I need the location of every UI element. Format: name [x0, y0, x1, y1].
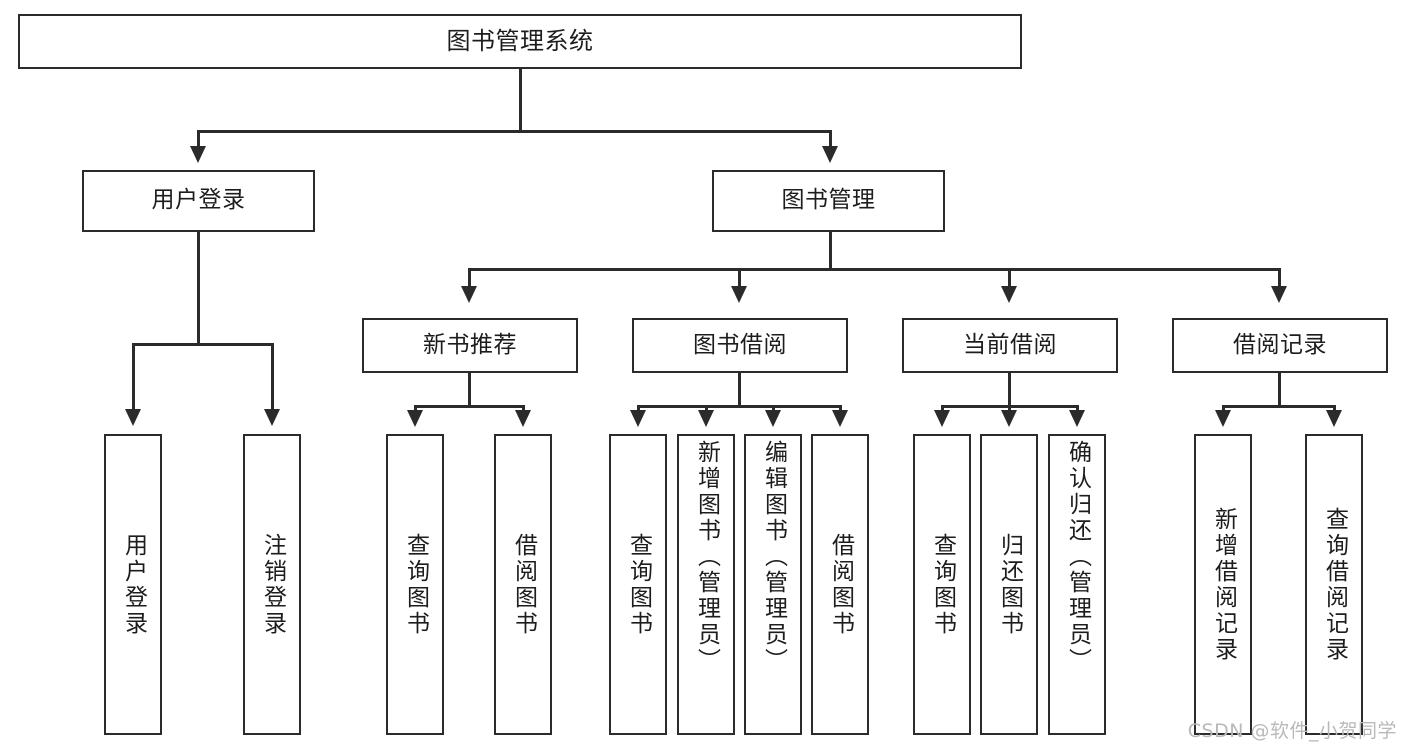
- connector-borrowing-drop-2: [705, 405, 708, 411]
- connector-borrowing-bus: [637, 405, 841, 408]
- node-label: 借阅图书: [510, 532, 537, 637]
- node-label: 注销登录: [259, 532, 286, 637]
- arrowhead-level3-3: [1001, 286, 1017, 303]
- connector-records-drop-1: [1222, 405, 1225, 411]
- connector-user-login-stem: [197, 232, 200, 345]
- node-user-login[interactable]: 用户登录: [82, 170, 315, 232]
- csdn-watermark: CSDN @软件_小贺同学: [1187, 720, 1397, 742]
- connector-current-drop-1: [941, 405, 944, 411]
- connector-borrowing-drop-1: [637, 405, 640, 411]
- arrowhead-leaf-query-book-3: [934, 410, 950, 427]
- arrowhead-level3-1: [461, 286, 477, 303]
- node-label: 查询借阅记录: [1321, 506, 1348, 663]
- node-label: 确认归还（管理员）: [1064, 440, 1091, 674]
- connector-root-stem: [519, 69, 522, 132]
- leaf-user-login[interactable]: 用户登录: [104, 434, 162, 735]
- connector-level2-drop-1: [197, 130, 200, 147]
- connector-newbook-stem: [468, 373, 471, 407]
- connector-level3-drop-2: [738, 268, 741, 287]
- node-label: 查询图书: [402, 532, 429, 637]
- connector-newbook-drop-1: [414, 405, 417, 411]
- node-book-management[interactable]: 图书管理: [712, 170, 945, 232]
- connector-borrowing-drop-3: [772, 405, 775, 411]
- arrowhead-leaf-borrow-book-2: [832, 410, 848, 427]
- node-current-borrowing[interactable]: 当前借阅: [902, 318, 1118, 373]
- connector-borrowing-stem: [738, 373, 741, 407]
- node-label: 当前借阅: [963, 331, 1057, 358]
- leaf-query-book-current[interactable]: 查询图书: [913, 434, 971, 735]
- arrowhead-level3-2: [731, 286, 747, 303]
- connector-current-drop-3: [1076, 405, 1079, 411]
- arrowhead-level3-4: [1271, 286, 1287, 303]
- node-label: 新书推荐: [423, 331, 517, 358]
- connector-records-stem: [1278, 373, 1281, 407]
- connector-level3-drop-4: [1278, 268, 1281, 287]
- arrowhead-leaf-add-book: [698, 410, 714, 427]
- arrowhead-leaf-user-login: [125, 409, 141, 426]
- leaf-borrow-book-recommendation[interactable]: 借阅图书: [494, 434, 552, 735]
- arrowhead-level2-1: [190, 146, 206, 163]
- arrowhead-leaf-confirm-return: [1069, 410, 1085, 427]
- node-label: 编辑图书（管理员）: [760, 440, 787, 674]
- leaf-edit-book-admin[interactable]: 编辑图书（管理员）: [744, 434, 802, 735]
- leaf-return-book[interactable]: 归还图书: [980, 434, 1038, 735]
- node-label: 图书管理系统: [446, 27, 594, 56]
- arrowhead-leaf-edit-book: [765, 410, 781, 427]
- node-label: 新增借阅记录: [1210, 506, 1237, 663]
- connector-records-bus: [1222, 405, 1336, 408]
- leaf-logout[interactable]: 注销登录: [243, 434, 301, 735]
- leaf-borrow-book-borrowing[interactable]: 借阅图书: [811, 434, 869, 735]
- leaf-query-book-borrowing[interactable]: 查询图书: [609, 434, 667, 735]
- node-label: 查询图书: [625, 532, 652, 637]
- leaf-add-borrowing-record[interactable]: 新增借阅记录: [1194, 434, 1252, 735]
- node-label: 查询图书: [929, 532, 956, 637]
- arrowhead-leaf-query-book-1: [407, 410, 423, 427]
- connector-newbook-bus: [414, 405, 525, 408]
- node-label: 用户登录: [120, 532, 147, 637]
- leaf-query-book-recommendation[interactable]: 查询图书: [386, 434, 444, 735]
- node-label: 图书借阅: [693, 331, 787, 358]
- connector-current-stem: [1008, 373, 1011, 407]
- connector-level2-bus: [197, 130, 831, 133]
- node-label: 归还图书: [996, 532, 1023, 637]
- leaf-add-book-admin[interactable]: 新增图书（管理员）: [677, 434, 735, 735]
- node-label: 新增图书（管理员）: [693, 440, 720, 674]
- connector-user-login-drop-1: [132, 343, 135, 410]
- node-label: 借阅记录: [1233, 331, 1327, 358]
- connector-newbook-drop-2: [522, 405, 525, 411]
- connector-level2-drop-2: [829, 130, 832, 147]
- arrowhead-leaf-return-book: [1001, 410, 1017, 427]
- node-borrowing-records[interactable]: 借阅记录: [1172, 318, 1388, 373]
- arrowhead-leaf-logout: [264, 409, 280, 426]
- arrowhead-level2-2: [822, 146, 838, 163]
- node-new-book-recommendation[interactable]: 新书推荐: [362, 318, 578, 373]
- arrowhead-leaf-query-record: [1326, 410, 1342, 427]
- arrowhead-leaf-add-record: [1215, 410, 1231, 427]
- connector-user-login-bus: [132, 343, 274, 346]
- connector-borrowing-drop-4: [839, 405, 842, 411]
- connector-level3-drop-3: [1008, 268, 1011, 287]
- connector-level3-drop-1: [468, 268, 471, 287]
- leaf-query-borrowing-record[interactable]: 查询借阅记录: [1305, 434, 1363, 735]
- connector-level3-bus: [468, 268, 1280, 271]
- node-book-borrowing[interactable]: 图书借阅: [632, 318, 848, 373]
- node-root-book-management-system[interactable]: 图书管理系统: [18, 14, 1022, 69]
- leaf-confirm-return-admin[interactable]: 确认归还（管理员）: [1048, 434, 1106, 735]
- node-label: 图书管理: [781, 187, 876, 214]
- connector-user-login-drop-2: [271, 343, 274, 410]
- connector-current-drop-2: [1008, 405, 1011, 411]
- arrowhead-leaf-borrow-book-1: [515, 410, 531, 427]
- connector-records-drop-2: [1333, 405, 1336, 411]
- connector-book-management-stem: [829, 232, 832, 270]
- node-label: 借阅图书: [827, 532, 854, 637]
- node-label: 用户登录: [151, 187, 246, 214]
- arrowhead-leaf-query-book-2: [630, 410, 646, 427]
